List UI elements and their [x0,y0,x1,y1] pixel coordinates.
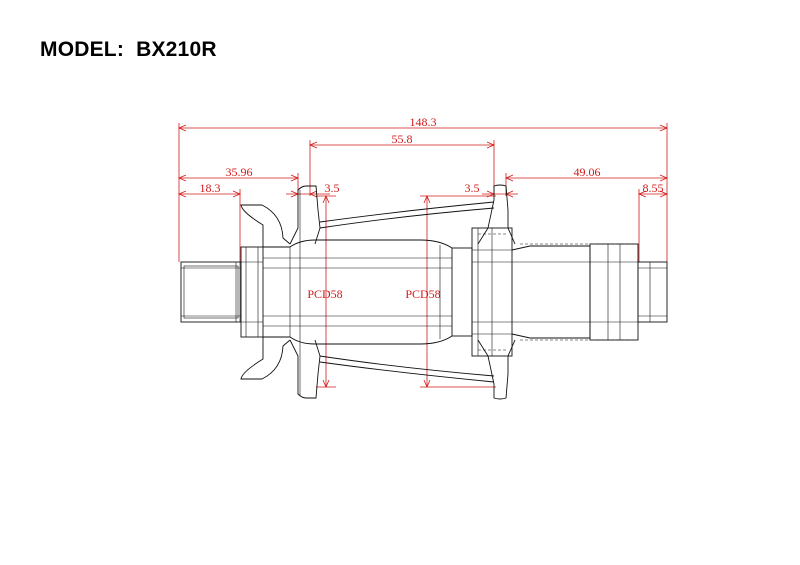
dim-flange-spacing: 55.8 [392,132,413,146]
dim-pcd-right: PCD58 [405,287,440,301]
dimension-lines [177,123,669,389]
dim-overall-length: 148.3 [410,115,437,129]
model-number: BX210R [136,38,217,61]
model-label: MODEL: [40,38,125,61]
model-title: MODEL: BX210R [40,38,217,62]
hub-outline [180,184,668,400]
dim-left-rotor-spacer: 3.5 [325,181,340,195]
dim-right-flange-offset: 49.06 [574,165,601,179]
dim-left-end-offset: 18.3 [200,181,221,195]
dim-pcd-left: PCD58 [307,287,342,301]
dim-right-rotor-spacer: 3.5 [465,181,480,195]
dim-left-flange-offset: 35.96 [226,165,253,179]
dim-right-end-offset: 8.55 [643,181,664,195]
